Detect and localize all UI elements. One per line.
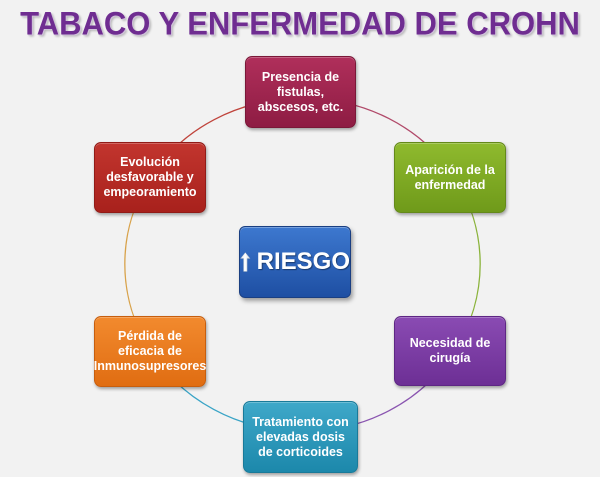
up-arrow-icon (240, 252, 251, 272)
center-risk-label: RIESGO (256, 248, 350, 275)
node-corticoides: Tratamiento con elevadas dosis de cortic… (243, 401, 358, 473)
node-inmunosupresores: Pérdida de eficacia de Inmunosupresores (94, 316, 206, 387)
center-risk-box: RIESGO (239, 226, 351, 298)
diagram-title: TABACO Y ENFERMEDAD DE CROHN (20, 5, 580, 42)
node-evolucion: Evolución desfavorable y empeoramiento (94, 142, 206, 213)
node-cirugia: Necesidad de cirugía (394, 316, 506, 386)
node-fistulas: Presencia de fistulas, abscesos, etc. (245, 56, 356, 128)
node-aparicion: Aparición de la enfermedad (394, 142, 506, 213)
